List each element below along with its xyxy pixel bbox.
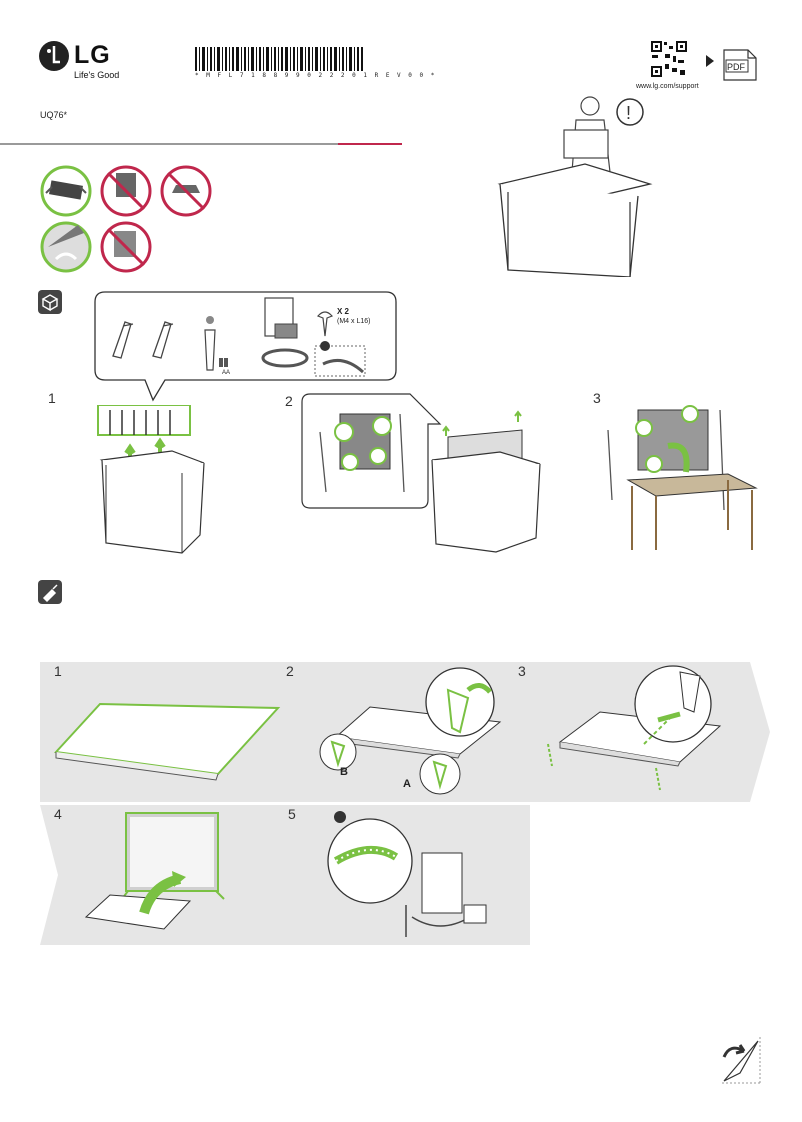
box-contents-icon [38, 290, 62, 314]
brand-name: LG [74, 41, 111, 69]
battery-label: AA [222, 370, 231, 376]
assembly-step-number: 4 [54, 806, 62, 822]
support-url[interactable]: www.lg.com/support [636, 83, 699, 90]
accessories-callout [94, 291, 397, 402]
handling-caution-icons [40, 165, 212, 273]
cable-tie-icon [322, 358, 365, 374]
assembly-step-number: 5 [288, 806, 296, 822]
assembly-step-number: 2 [286, 663, 294, 679]
correct-carry-icon [40, 165, 92, 217]
unboxing-step-number: 1 [48, 390, 56, 406]
pdf-label: PDF [727, 62, 745, 72]
warning-exclamation-icon: ! [626, 103, 631, 123]
screw-icon [316, 311, 334, 337]
unboxing-step-number: 3 [593, 390, 601, 406]
barcode-text: * M F L 7 1 8 8 9 9 0 2 2 2 0 1 R E V 0 … [195, 72, 437, 79]
unboxing-step-number: 2 [285, 393, 293, 409]
assembly-step-number: 1 [54, 663, 62, 679]
page-turn-icon[interactable] [720, 1035, 765, 1085]
assembly-steps-1-3 [40, 662, 770, 802]
optional-plus-icon [320, 341, 330, 351]
pdf-document-icon[interactable] [722, 48, 758, 82]
correct-edge-hold-icon [40, 221, 92, 273]
unboxing-warning-illustration: ! [497, 96, 653, 277]
stand-leg-icon [152, 321, 174, 359]
battery-icon [219, 358, 223, 367]
unboxing-step-2-illustration [301, 393, 541, 553]
remote-button-icon [206, 316, 214, 324]
screw-quantity: X 2 [337, 307, 350, 316]
qr-code [650, 40, 688, 78]
screw-size: (M4 x L16) [337, 318, 371, 325]
arrow-right-icon [706, 55, 714, 67]
wrong-face-down-icon [160, 165, 212, 217]
screwdriver-tool-icon [38, 580, 62, 604]
wrong-carry-icon [100, 165, 152, 217]
header-divider [0, 143, 338, 145]
power-cord-icon [261, 348, 309, 368]
remote-control-icon [204, 329, 216, 371]
lg-logo [39, 41, 69, 71]
assembly-steps-4-5 [40, 805, 530, 945]
stand-label-b: B [340, 766, 348, 778]
unboxing-step-1-illustration [97, 405, 205, 554]
stand-leg-icon [112, 321, 134, 359]
assembly-step-number: 3 [518, 663, 526, 679]
wrong-screen-press-icon [100, 221, 152, 273]
stand-label-a: A [403, 778, 411, 790]
unboxing-step-3-illustration [607, 405, 758, 550]
model-number: UQ76* [40, 110, 68, 120]
header-divider-accent [338, 143, 402, 145]
barcode [195, 47, 363, 71]
brand-slogan: Life's Good [74, 70, 120, 80]
